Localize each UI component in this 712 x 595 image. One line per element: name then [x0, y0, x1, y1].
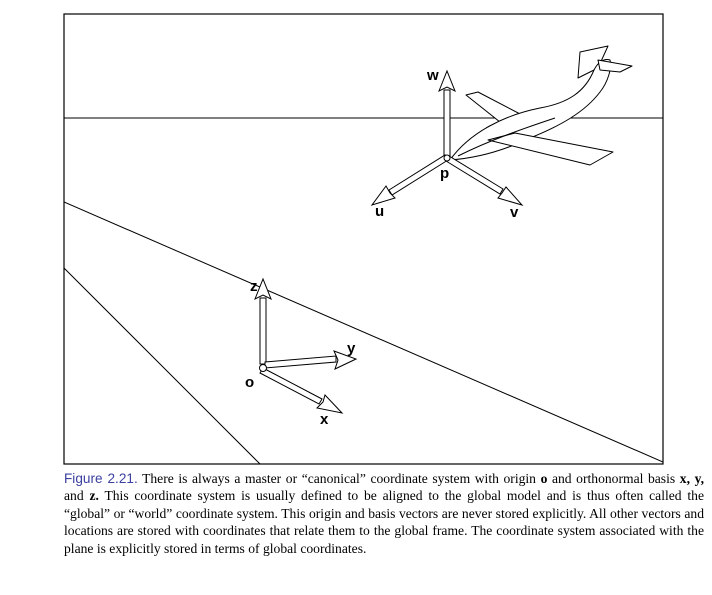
- ground-line-lower: [64, 267, 261, 464]
- figure-label: Figure 2.21.: [64, 471, 138, 486]
- y-axis-label: y: [347, 340, 356, 357]
- y-arrowhead: [333, 350, 358, 370]
- z-arrowhead: [254, 277, 272, 301]
- airplane-stabilizer: [597, 59, 633, 73]
- z-axis-label: z: [250, 278, 258, 295]
- v-arrowhead: [497, 186, 524, 206]
- world-origin-point: [259, 364, 267, 372]
- x-arrowhead: [315, 394, 344, 414]
- x-axis-label: x: [320, 411, 329, 428]
- caption-basis-z: z.: [89, 488, 99, 504]
- w-axis-label: w: [426, 67, 439, 84]
- plane-origin-label: p: [440, 165, 449, 182]
- plane-origin-point: [443, 154, 451, 162]
- caption-basis-y: y,: [694, 471, 705, 486]
- caption-text-3: and: [64, 488, 84, 504]
- figure-caption: Figure 2.21. There is always a master or…: [64, 470, 704, 557]
- z-axis: [259, 297, 267, 365]
- u-axis-label: u: [375, 203, 384, 220]
- w-arrowhead: [438, 69, 456, 93]
- figure-canvas: z y x o w u v p: [63, 13, 664, 465]
- v-axis-label: v: [510, 204, 519, 221]
- y-axis: [264, 355, 337, 369]
- caption-origin-symbol: o: [540, 471, 548, 486]
- figure-frame: [63, 13, 664, 465]
- caption-text-1: There is always a master or “canonical” …: [142, 471, 536, 486]
- caption-basis-x: x,: [679, 471, 690, 486]
- plane-axes: [370, 69, 524, 206]
- caption-text-4: This coordinate system is usually define…: [64, 488, 704, 556]
- ground-line-upper: [64, 201, 663, 463]
- airplane-fuselage-detail: [457, 117, 556, 157]
- v-axis: [445, 155, 504, 195]
- world-origin-label: o: [245, 374, 254, 391]
- caption-text-2: and orthonormal basis: [551, 471, 676, 486]
- airplane-near-wing: [487, 132, 614, 166]
- world-axes: [254, 277, 358, 414]
- airplane-tail-fin: [577, 45, 609, 79]
- x-axis: [259, 367, 323, 405]
- u-arrowhead: [370, 185, 396, 206]
- airplane: [449, 45, 633, 166]
- coordinate-system-figure: z y x o w u v p: [63, 13, 664, 465]
- w-axis: [443, 89, 451, 159]
